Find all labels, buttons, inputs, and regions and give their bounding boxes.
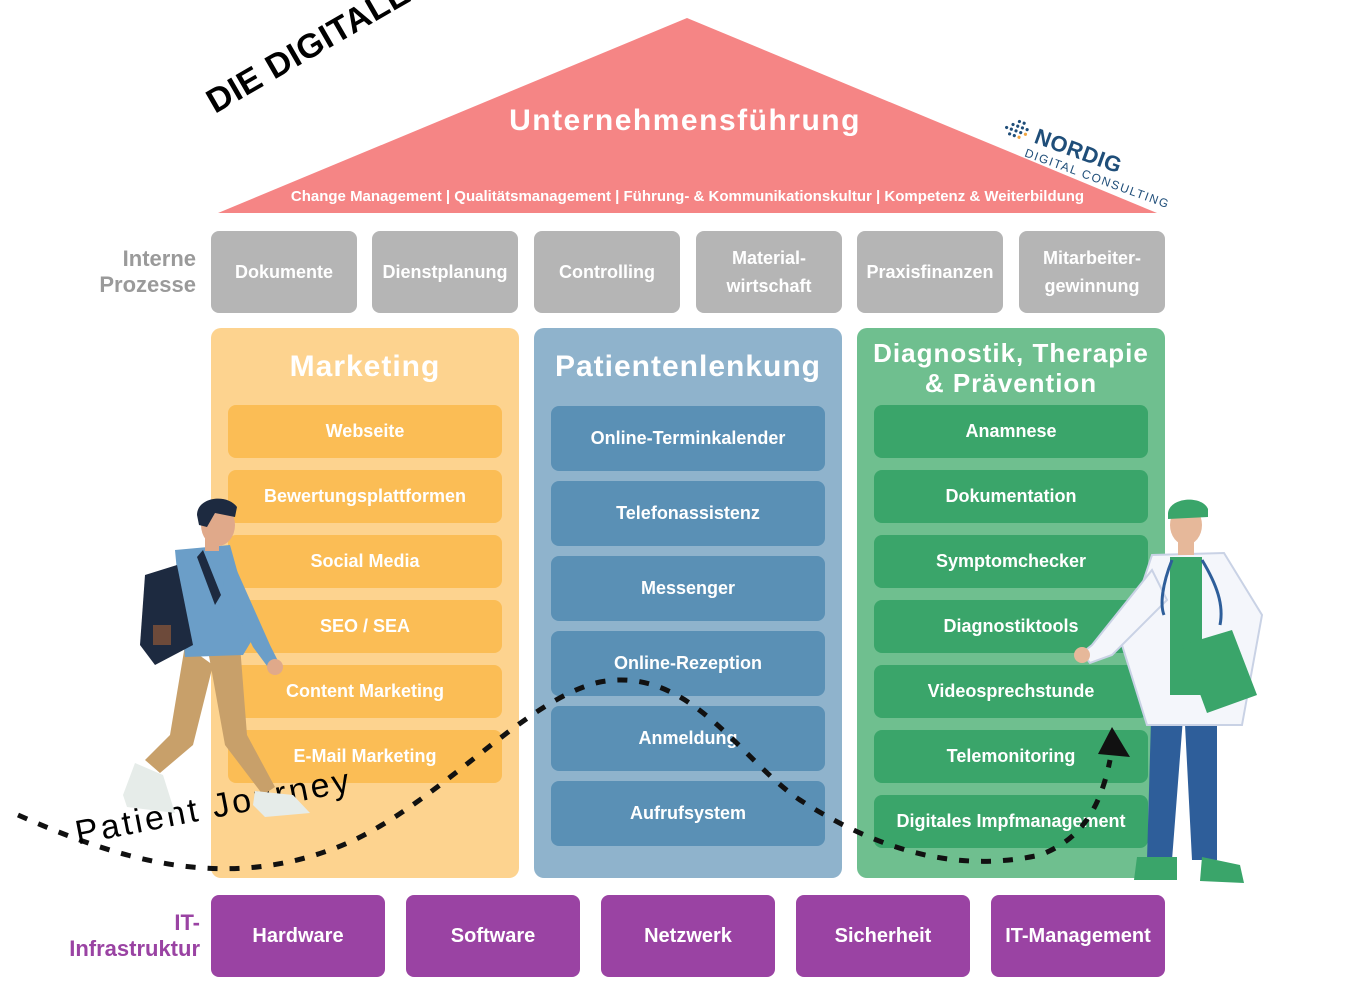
marketing-item-reviews: Bewertungsplattformen xyxy=(228,470,502,523)
process-documents: Dokumente xyxy=(211,231,357,313)
doctor-illustration xyxy=(1074,499,1264,883)
pillar-title-patient-guidance: Patientenlenkung xyxy=(554,350,822,383)
nordig-logo: NORDIG DIGITAL CONSULTING xyxy=(981,112,1172,242)
roof xyxy=(218,18,1157,213)
guidance-item-calling: Aufrufsystem xyxy=(551,781,825,846)
roof-title: Unternehmensführung xyxy=(509,104,861,137)
marketing-item-seo: SEO / SEA xyxy=(228,600,502,653)
journey-arrow-head xyxy=(1098,727,1130,757)
diag-item-symptom-checker: Symptomchecker xyxy=(874,535,1148,588)
process-controlling: Controlling xyxy=(534,231,680,313)
patient-illustration xyxy=(123,498,310,817)
it-software: Software xyxy=(406,895,580,977)
pillar-title-marketing: Marketing xyxy=(289,350,441,383)
guidance-item-messenger: Messenger xyxy=(551,556,825,621)
diag-item-video: Videosprechstunde xyxy=(874,665,1148,718)
roof-subtitle: Change Management | Qualitätsmanagement … xyxy=(290,188,1085,205)
roof-shape xyxy=(218,18,1157,213)
diag-item-telemonitoring: Telemonitoring xyxy=(874,730,1148,783)
diag-item-anamnesis: Anamnese xyxy=(874,405,1148,458)
process-materials: Material- wirtschaft xyxy=(696,231,842,313)
it-management: IT-Management xyxy=(991,895,1165,977)
journey-dashed-line xyxy=(16,677,1113,872)
dots-logo-icon xyxy=(1005,119,1029,139)
guidance-item-registration: Anmeldung xyxy=(551,706,825,771)
process-recruiting: Mitarbeiter- gewinnung xyxy=(1019,231,1165,313)
pillar-marketing: Marketing Webseite Bewertungsplattformen… xyxy=(211,328,519,878)
it-hardware: Hardware xyxy=(211,895,385,977)
diag-item-documentation: Dokumentation xyxy=(874,470,1148,523)
pillar-patient-guidance: Patientenlenkung Online-Terminkalender T… xyxy=(534,328,842,878)
internal-processes-label: Interne Prozesse xyxy=(99,246,196,297)
guidance-item-phone: Telefonassistenz xyxy=(551,481,825,546)
it-network: Netzwerk xyxy=(601,895,775,977)
pillar-title-diagnostics: Diagnostik, Therapie & Prävention xyxy=(873,338,1149,398)
marketing-item-social: Social Media xyxy=(228,535,502,588)
process-finances: Praxisfinanzen xyxy=(857,231,1003,313)
pillar-diagnostics: Diagnostik, Therapie & Prävention Anamne… xyxy=(857,328,1165,878)
process-duty-planning: Dienstplanung xyxy=(372,231,518,313)
it-security: Sicherheit xyxy=(796,895,970,977)
marketing-item-website: Webseite xyxy=(228,405,502,458)
guidance-item-calendar: Online-Terminkalender xyxy=(551,406,825,471)
it-infrastructure-label: IT- Infrastruktur xyxy=(69,910,200,961)
diag-item-vaccination: Digitales Impfmanagement xyxy=(874,795,1148,848)
